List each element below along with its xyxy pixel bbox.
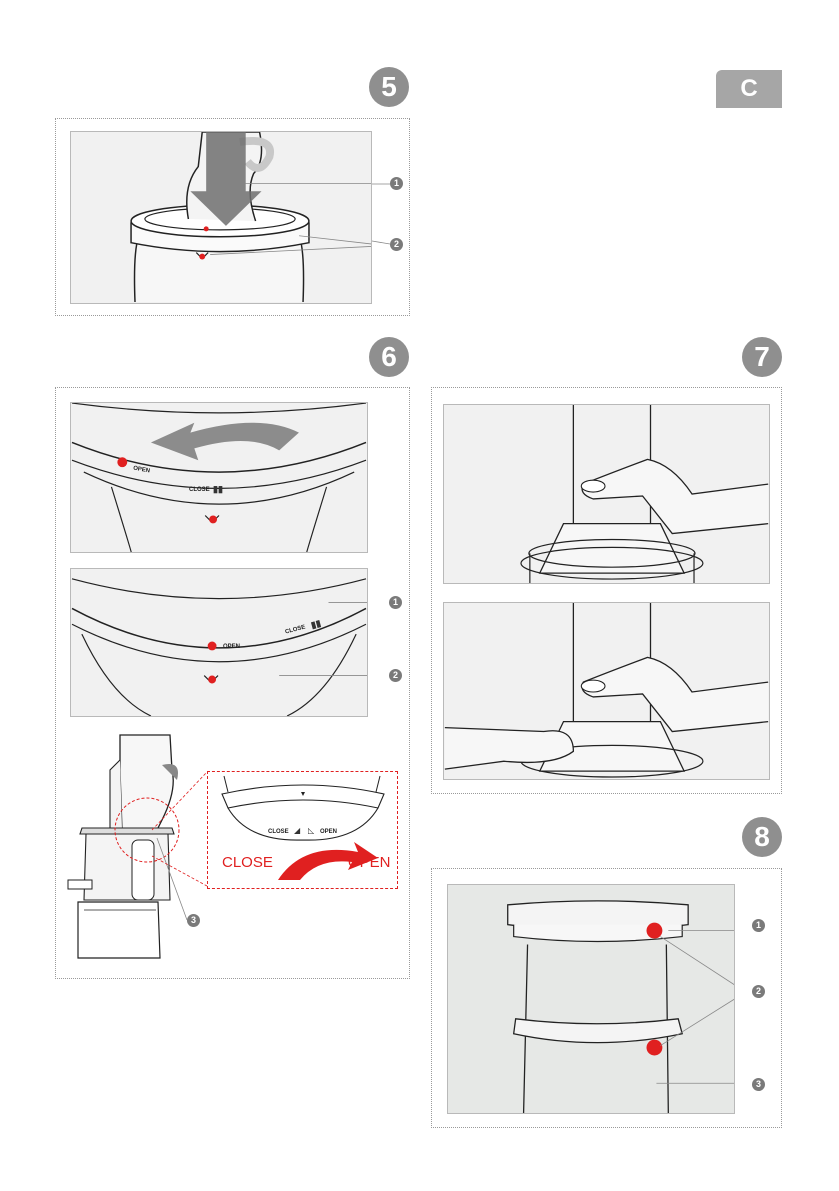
detail-open-big: OPEN: [348, 854, 391, 871]
step-8-frame: [431, 868, 782, 1128]
step-6-panel-a: OPEN CLOSE ▮▮: [70, 402, 368, 553]
step-7-panel-b: [443, 602, 770, 780]
section-tag: C: [716, 70, 782, 108]
step-6-panel-b: OPEN CLOSE ▮▮: [70, 568, 368, 717]
juicer-insert-drawing: [130, 132, 371, 303]
panel-a-close-label: CLOSE: [189, 487, 210, 493]
detail-open-triangle: ◺: [308, 826, 315, 835]
step-8-callout-3: 3: [752, 1078, 765, 1091]
step-8-callout-1: 1: [752, 919, 765, 932]
lid-locked-drawing: [71, 578, 367, 716]
lid-rotate-drawing: [71, 403, 367, 552]
step-6-callout-1: 1: [389, 596, 402, 609]
step-8-badge: 8: [742, 817, 782, 857]
step-7-panel-a: [443, 404, 770, 584]
step-7-frame: [431, 387, 782, 794]
step-8-panel: [447, 884, 735, 1114]
detail-open-small: OPEN: [320, 829, 338, 835]
step-6-frame: [55, 387, 410, 979]
step-5-illustration: [70, 131, 372, 304]
step-6-callout-3: 3: [187, 914, 200, 927]
step-6-badge: 6: [369, 337, 409, 377]
step-8-callout-2: 2: [752, 985, 765, 998]
detail-dial-drawing: [221, 775, 385, 880]
grip-tube-drawing: [520, 405, 769, 583]
step-6-callout-2: 2: [389, 669, 402, 682]
juicer-full-drawing: [67, 734, 188, 959]
container-cap-drawing: [507, 900, 734, 1113]
detail-close-big: CLOSE: [222, 854, 273, 871]
step-5-leader-lines: [372, 183, 391, 245]
step-5-badge: 5: [369, 67, 409, 107]
detail-close-triangle: ◢: [294, 826, 301, 835]
detail-connector-lines: [151, 771, 208, 887]
step-5-callout-1: 1: [390, 177, 403, 190]
panel-a-close-bars: ▮▮: [213, 484, 223, 494]
detail-close-small: CLOSE: [268, 829, 289, 835]
step-7-badge: 7: [742, 337, 782, 377]
step-5-frame: [55, 118, 410, 316]
twist-off-drawing: [444, 603, 769, 778]
step-6-detail: CLOSE ◢ ◺ OPEN CLOSE OPEN: [207, 771, 398, 889]
panel-b-open-label: OPEN: [223, 644, 241, 650]
step-5-callout-2: 2: [390, 238, 403, 251]
